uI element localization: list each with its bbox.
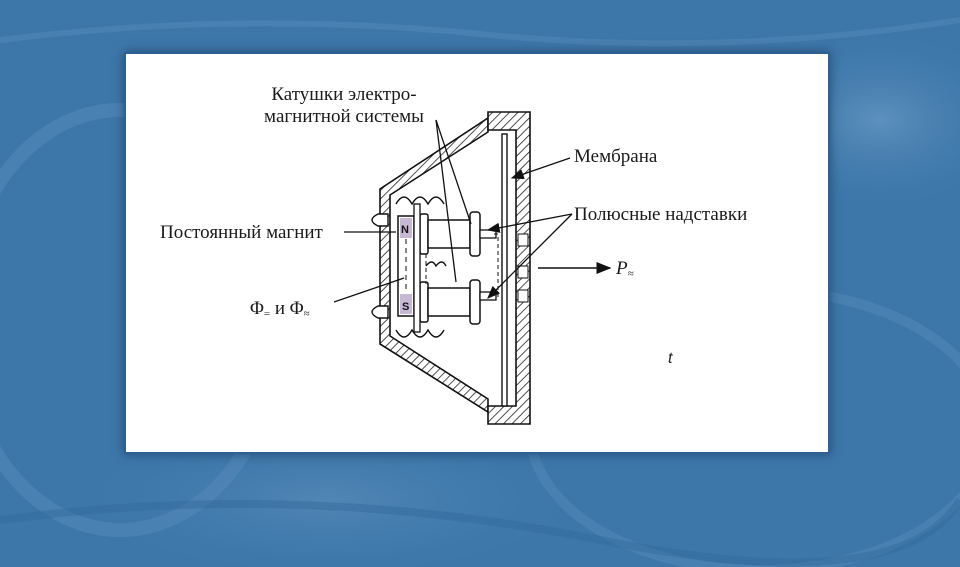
flux-path xyxy=(425,233,499,298)
lower-coil xyxy=(419,279,497,325)
magnet-s-label: S xyxy=(402,301,409,313)
pressure-sub: ≈ xyxy=(627,268,634,280)
mounting-screws xyxy=(371,213,389,319)
telephone-receiver-diagram: N S xyxy=(333,111,612,425)
t-mark: t xyxy=(668,350,673,367)
coil-wire xyxy=(395,196,447,338)
pressure-p: P xyxy=(616,258,628,279)
flux-label: Φ= и Φ≈ xyxy=(250,298,310,325)
yoke-plate xyxy=(413,203,421,333)
membrane xyxy=(501,133,508,407)
flux-b: Φ xyxy=(289,298,304,319)
permanent-magnet-label: Постоянный магнит xyxy=(160,222,323,243)
flux-a-sub: = xyxy=(263,308,271,320)
flux-and: и xyxy=(270,298,290,319)
housing xyxy=(379,111,531,425)
flux-a: Φ xyxy=(250,298,264,319)
membrane-label: Мембрана xyxy=(574,146,658,167)
pressure-label: P≈ xyxy=(616,258,634,285)
leader-lines xyxy=(333,119,573,303)
upper-coil xyxy=(419,211,497,257)
coils-label-line2: магнитной системы xyxy=(264,106,424,127)
sound-outlets xyxy=(517,233,529,303)
coils-label-line1: Катушки электро- xyxy=(271,84,417,105)
diagram-card: N S Катушки электро- магнитной системы М… xyxy=(124,52,830,454)
magnet-n-label: N xyxy=(401,224,409,236)
pole-pieces-label: Полюсные надставки xyxy=(574,204,748,225)
coils-label: Катушки электро- магнитной системы xyxy=(244,84,444,128)
flux-b-sub: ≈ xyxy=(303,308,310,320)
